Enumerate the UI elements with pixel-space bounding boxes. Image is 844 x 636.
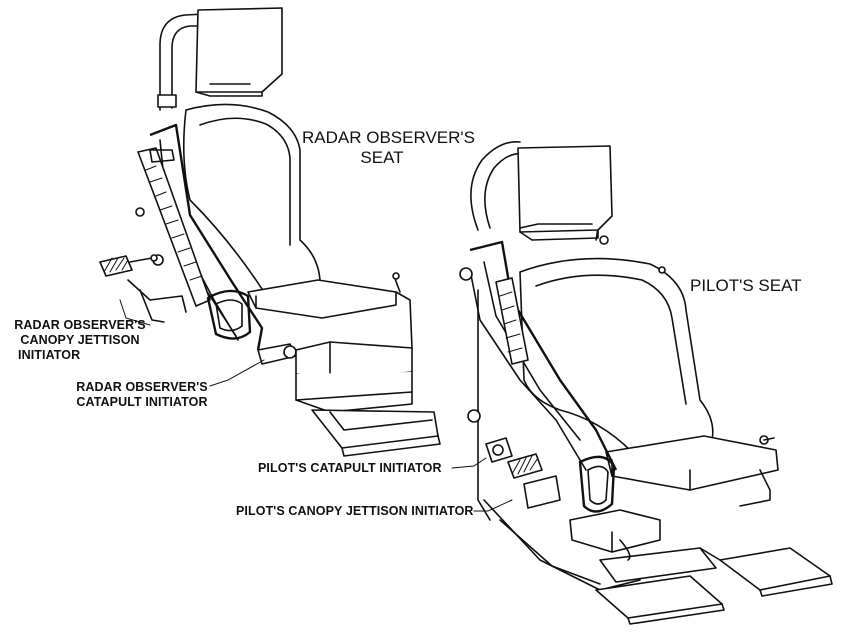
pilot-seat: [459, 141, 833, 625]
radar-observer-seat: [99, 7, 441, 457]
ro-catapult-line1: RADAR OBSERVER'S: [76, 380, 208, 394]
pilot-catapult-label: PILOT'S CATAPULT INITIATOR: [258, 461, 442, 475]
radar-seat-title: RADAR OBSERVER'S SEAT: [302, 128, 475, 169]
ro-catapult-label: RADAR OBSERVER'S CATAPULT INITIATOR: [72, 380, 212, 410]
leader-lines: [119, 299, 513, 512]
ro-canopy-line2: CANOPY JETTISON: [20, 333, 140, 347]
ro-canopy-jettison-label: RADAR OBSERVER'S CANOPY JETTISON INITIAT…: [14, 318, 146, 363]
ro-catapult-line2: CATAPULT INITIATOR: [76, 395, 208, 409]
radar-seat-title-line2: SEAT: [360, 148, 404, 168]
pilot-canopy-jettison-label: PILOT'S CANOPY JETTISON INITIATOR: [236, 504, 474, 518]
radar-seat-title-line1: RADAR OBSERVER'S: [302, 128, 475, 147]
pilot-seat-title: PILOT'S SEAT: [690, 276, 802, 295]
ro-canopy-line1: RADAR OBSERVER'S: [14, 318, 146, 332]
ro-canopy-line3: INITIATOR: [18, 348, 81, 362]
